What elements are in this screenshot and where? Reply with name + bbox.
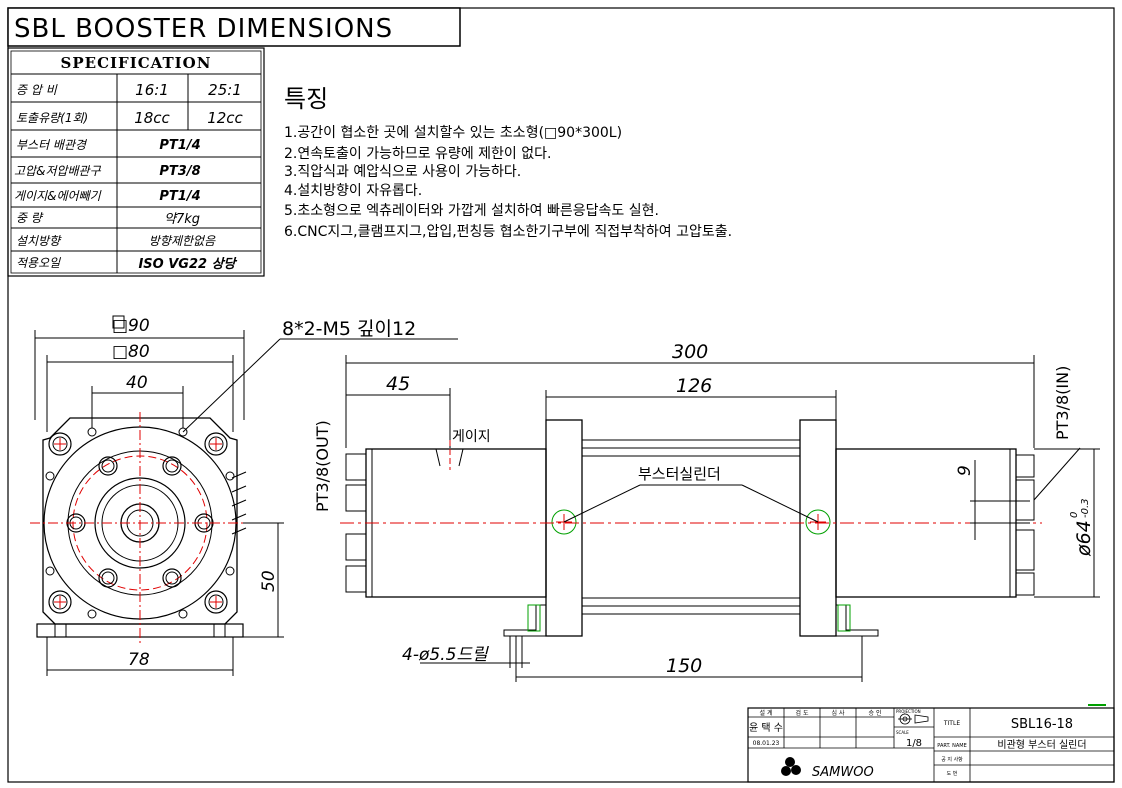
specification-table: SPECIFICATION 증 압 비 16:1 25:1 토출유량(1회) 1… <box>7 47 265 277</box>
spec-flow-12: 12cc <box>207 109 243 127</box>
spec-label-6: 중 량 <box>16 211 44 225</box>
spec-value-7: 방향제한없음 <box>149 234 216 248</box>
tb-title-label: TITLE <box>943 720 960 727</box>
dim-45: 45 <box>386 373 410 395</box>
feature-item-4: 4.설치방향이 자유롭다. <box>284 183 422 199</box>
tb-head-check: 검 도 <box>796 710 809 717</box>
spec-value-3: PT1/4 <box>159 138 200 153</box>
drawing-title: SBL BOOSTER DIMENSIONS <box>14 14 393 44</box>
title-block-text: 설 계 검 도 심 사 승 인 PROJECTION SCALE 윤 택 수 0… <box>749 709 1087 780</box>
tb-head-design: 설 계 <box>760 709 773 717</box>
tb-date: 08.01.23 <box>753 740 780 747</box>
drawing-border <box>7 7 1115 783</box>
spec-label-7: 설치방향 <box>16 234 62 248</box>
dim-square-90: □90 <box>112 316 150 336</box>
front-view-dimension-text: □90 □80 40 78 50 8*2-M5 깊이12 <box>112 315 416 670</box>
tb-company: SAMWOO <box>812 765 874 780</box>
tb-scale-label: SCALE <box>896 730 909 735</box>
dim-tolerance-upper: 0 <box>1069 512 1080 518</box>
tb-drawing-no-label: 도 번 <box>947 770 958 777</box>
side-view <box>340 355 1100 682</box>
dim-40: 40 <box>126 373 148 393</box>
dim-diameter-64: ø64 <box>1073 520 1095 557</box>
spec-label-8: 적용오일 <box>16 256 61 270</box>
note-m5-holes: 8*2-M5 깊이12 <box>282 318 416 340</box>
spec-value-4: PT3/8 <box>159 164 200 179</box>
tb-title-value: SBL16-18 <box>1011 717 1073 732</box>
feature-item-1: 1.공간이 협소한 곳에 설치할수 있는 초소형(□90*300L) <box>284 125 622 141</box>
spec-ratio-25: 25:1 <box>208 81 242 99</box>
dim-square-80: □80 <box>112 342 150 362</box>
tb-part-name-value: 비관형 부스터 실린더 <box>997 739 1086 751</box>
tb-head-review: 심 사 <box>832 709 845 717</box>
features-section: 특징 1.공간이 협소한 곳에 설치할수 있는 초소형(□90*300L) 2.… <box>284 85 732 240</box>
spec-label-3: 부스터 배관경 <box>16 138 88 152</box>
label-gauge: 게이지 <box>452 429 491 445</box>
tb-projection-label: PROJECTION <box>896 709 921 714</box>
dim-300: 300 <box>672 341 708 363</box>
front-view <box>30 330 458 676</box>
spec-label-1: 증 압 비 <box>16 83 58 97</box>
company-logo <box>781 757 801 776</box>
spec-value-6: 약7kg <box>164 212 200 227</box>
spec-value-5: PT1/4 <box>159 189 200 204</box>
tb-notes-label: 공 지 사항 <box>941 756 963 763</box>
dim-tolerance-lower: -0.3 <box>1080 498 1091 518</box>
feature-item-3: 3.직압식과 예압식으로 사용이 가능하다. <box>284 164 521 180</box>
feature-item-5: 5.초소형으로 엑츄레이터와 가깝게 설치하여 빠른응답속도 실현. <box>284 203 659 219</box>
dim-50: 50 <box>259 570 279 592</box>
spec-flow-18: 18cc <box>134 109 170 127</box>
label-drill: 4-ø5.5드릴 <box>402 645 489 665</box>
title-box <box>7 7 461 47</box>
label-pt38-out: PT3/8(OUT) <box>313 420 332 512</box>
dim-150: 150 <box>666 655 702 677</box>
side-view-text: 300 45 126 150 9 ø64 0 -0.3 PT3/8(OUT) P… <box>313 341 1095 677</box>
feature-item-6: 6.CNC지그,클램프지그,압입,펀칭등 협소한기구부에 직접부착하여 고압토출… <box>284 224 732 240</box>
tb-head-approve: 승 인 <box>869 710 882 717</box>
dim-78: 78 <box>128 650 150 670</box>
title-block <box>747 707 1115 783</box>
spec-label-4: 고압&저압배관구 <box>14 164 102 178</box>
dim-126: 126 <box>676 375 712 397</box>
label-pt38-in: PT3/8(IN) <box>1053 366 1072 440</box>
features-heading: 특징 <box>284 85 328 113</box>
tb-scale: 1/8 <box>906 738 922 749</box>
spec-value-8: ISO VG22 상당 <box>138 256 237 272</box>
tb-part-name-label: PART. NAME <box>937 743 967 749</box>
spec-label-2: 토출유량(1회) <box>16 111 88 125</box>
dim-9: 9 <box>955 465 975 476</box>
tb-designer: 윤 택 수 <box>749 722 783 734</box>
spec-header: SPECIFICATION <box>61 54 212 72</box>
spec-ratio-16: 16:1 <box>135 81 169 99</box>
feature-item-2: 2.연속토출이 가능하므로 유량에 제한이 없다. <box>284 146 551 162</box>
spec-label-5: 게이지&에어빼기 <box>14 189 102 203</box>
label-booster-cylinder: 부스터실린더 <box>638 465 721 483</box>
